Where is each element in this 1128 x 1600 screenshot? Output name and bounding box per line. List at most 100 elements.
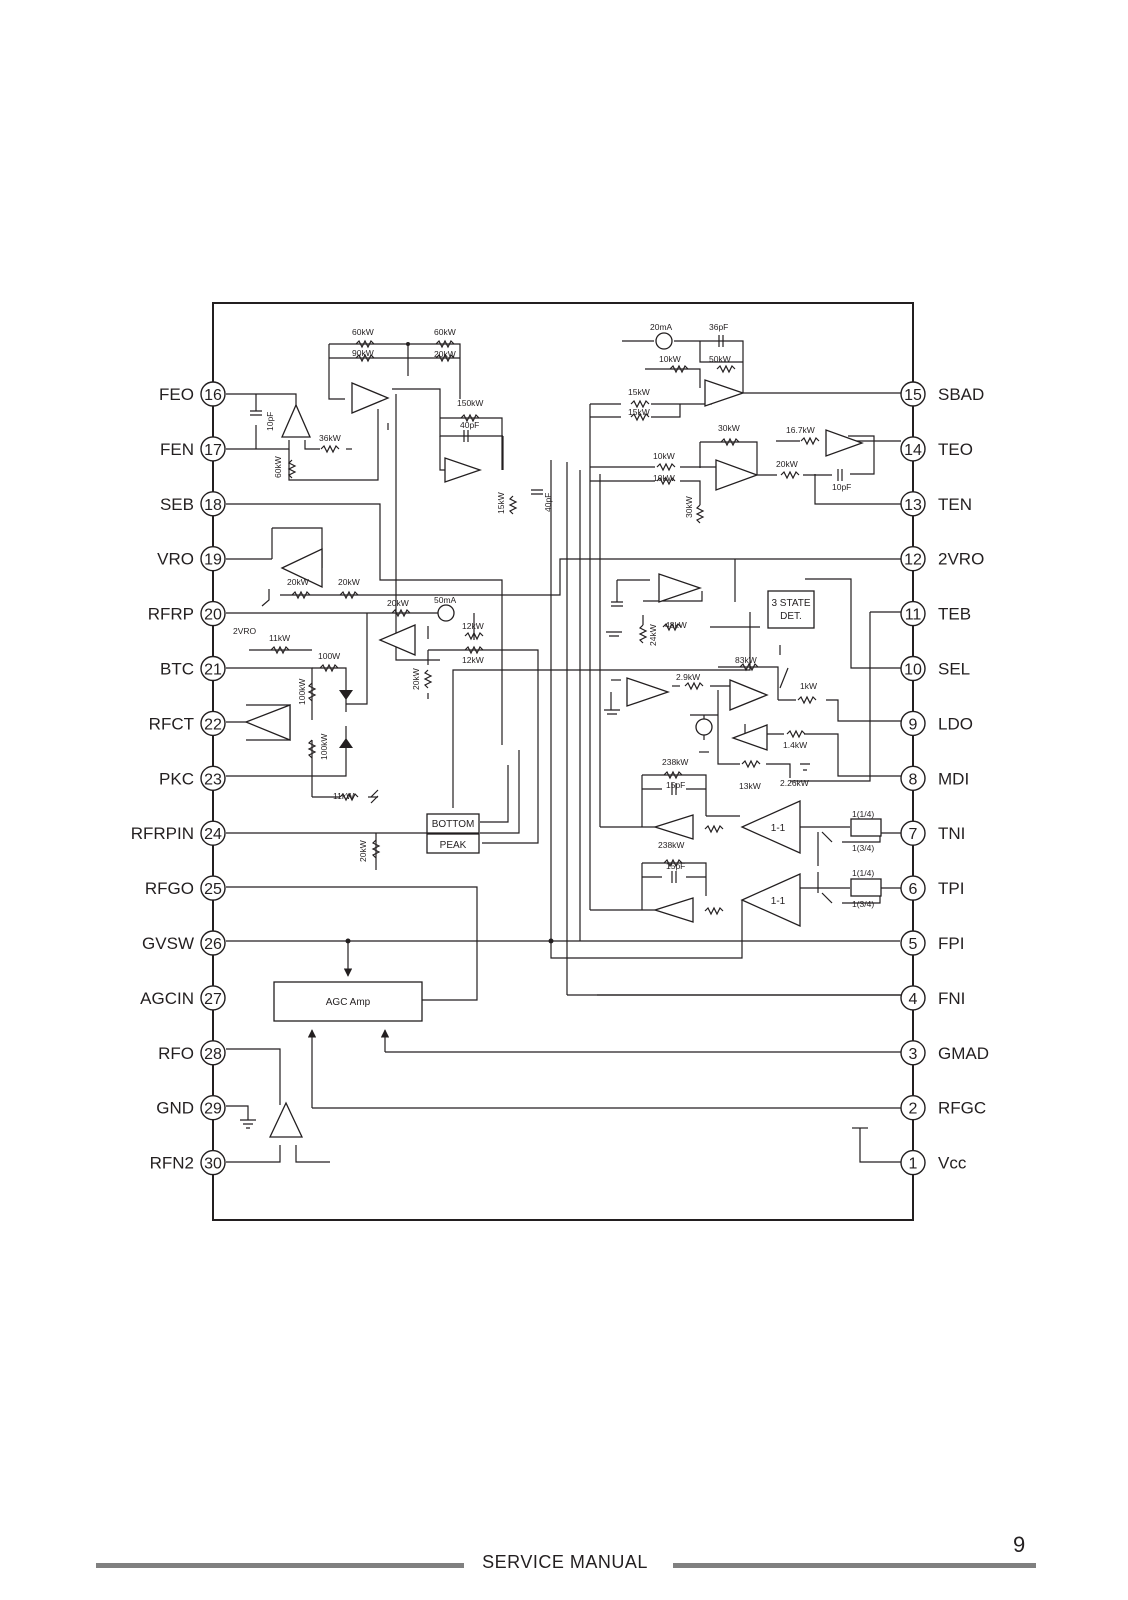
pin-number: 3 <box>909 1046 918 1063</box>
value-label: 238kW <box>662 757 688 767</box>
pin-name: FEN <box>160 440 194 459</box>
pin-circle <box>900 765 926 791</box>
pin-circle <box>900 930 926 956</box>
circuit-symbols <box>240 332 882 1138</box>
value-label: 1.4kW <box>783 740 807 750</box>
value-label: 20kW <box>287 577 309 587</box>
pin-circle <box>200 1040 226 1066</box>
value-label: 48kW <box>665 620 687 630</box>
value-label: 20mA <box>650 322 673 332</box>
pin-name: TNI <box>938 824 965 843</box>
pin-name: LDO <box>938 714 973 733</box>
value-label: 40pF <box>543 493 553 512</box>
pin-name: PKC <box>159 769 194 788</box>
pin-name: 2VRO <box>938 550 984 569</box>
pin-circle <box>200 600 226 627</box>
value-label: 238kW <box>658 840 684 850</box>
pin-name: RFN2 <box>150 1154 194 1173</box>
value-label: 83kW <box>735 655 757 665</box>
buffer-tpi-label: 1-1 <box>771 896 786 907</box>
value-label: 1(3/4) <box>852 843 874 853</box>
value-label: 100W <box>318 651 340 661</box>
diode-2 <box>339 738 353 748</box>
pin-circle <box>200 710 226 737</box>
pin-number: 22 <box>204 716 222 733</box>
value-label: 10pF <box>832 482 851 492</box>
diode-1 <box>339 690 353 700</box>
value-label: 10kW <box>653 473 675 483</box>
value-label: 11kW <box>333 791 354 801</box>
resistor-symbols <box>270 339 820 916</box>
current-source-50ma <box>437 604 455 622</box>
pin-circle <box>900 1040 926 1066</box>
pin-name: SEL <box>938 660 970 679</box>
pin-number: 18 <box>204 497 222 514</box>
value-label: 20kW <box>411 668 421 690</box>
opamp-ldo-2 <box>626 677 671 707</box>
agc-amp-label: AGC Amp <box>326 997 371 1008</box>
pin-number: 24 <box>204 826 222 843</box>
pin-number: 8 <box>909 771 918 788</box>
tpi-resistor-block <box>850 878 882 897</box>
value-label: 1(1/4) <box>852 868 874 878</box>
pin-name: RFCT <box>149 714 194 733</box>
pin-name: BTC <box>160 660 194 679</box>
opamp-rfct <box>244 704 291 741</box>
pin-18: 18 SEB <box>160 491 226 517</box>
peak-label: PEAK <box>440 840 467 851</box>
pin-22: 22 RFCT <box>149 710 226 737</box>
pin-name: RFO <box>158 1044 194 1063</box>
value-label: 15pF <box>666 780 685 790</box>
state-det-label-2: DET. <box>780 611 802 622</box>
pin-number: 30 <box>204 1156 222 1173</box>
opamp-ldo-4 <box>731 724 768 751</box>
pin-circle <box>900 436 926 462</box>
state-det-block <box>767 590 815 629</box>
pin-circle <box>200 1094 226 1121</box>
buffer-tni <box>740 799 801 855</box>
value-label: 60kW <box>273 456 283 478</box>
value-label: 60kW <box>434 327 456 337</box>
value-label: 12kW <box>462 621 484 631</box>
pin-number: 16 <box>204 387 222 404</box>
pin-circle <box>900 381 926 407</box>
pin-circle <box>200 985 226 1011</box>
pin-23: 23 PKC <box>159 765 226 791</box>
pin-name: FPI <box>938 934 964 953</box>
value-label: 2.9kW <box>676 672 700 682</box>
pin-number: 19 <box>204 552 222 569</box>
pin-name: TEO <box>938 440 973 459</box>
pin-number: 23 <box>204 771 222 788</box>
bottom-label: BOTTOM <box>432 819 475 830</box>
value-label: 40pF <box>460 420 479 430</box>
pin-number: 2 <box>909 1101 918 1118</box>
value-label: 16.7kW <box>786 425 815 435</box>
value-label: 100kW <box>319 734 329 760</box>
pin-number: 15 <box>904 387 922 404</box>
value-label: 100kW <box>297 679 307 705</box>
value-label: 10pF <box>265 412 275 431</box>
opamp-vro <box>280 547 323 589</box>
pin-name: SEB <box>160 495 194 514</box>
opamp-rfrp <box>378 624 416 656</box>
bottom-block <box>426 813 480 834</box>
opamp-tpi <box>652 897 694 923</box>
left-pin-column: 16FEO17FEN18SEB19VRO20RFRP21BTC22RFCT23P… <box>131 381 226 1176</box>
value-label: 2.26kW <box>780 778 809 788</box>
value-label: 50kW <box>709 354 731 364</box>
pin-name: TEN <box>938 495 972 514</box>
